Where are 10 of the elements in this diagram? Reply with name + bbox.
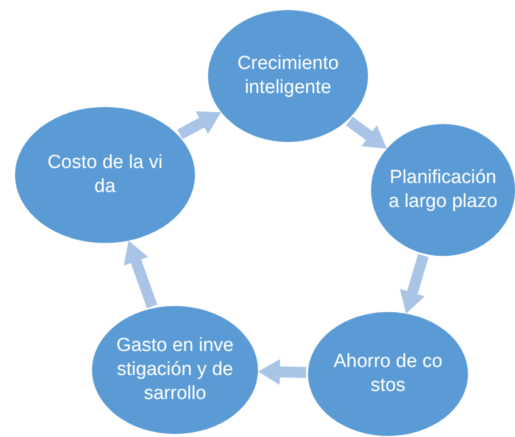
arrow bbox=[258, 358, 306, 385]
node-label: Crecimiento inteligente bbox=[236, 52, 340, 100]
node-label: Ahorro de costos bbox=[332, 350, 444, 398]
arrow bbox=[124, 240, 158, 308]
node-label: Planificación a largo plazo bbox=[388, 166, 498, 214]
node-label: Costo de la vida bbox=[46, 151, 164, 199]
arrow bbox=[177, 111, 222, 140]
arrow bbox=[400, 254, 429, 314]
node-label: Gasto en investigación y desarrollo bbox=[116, 334, 234, 406]
arrow bbox=[346, 116, 387, 149]
